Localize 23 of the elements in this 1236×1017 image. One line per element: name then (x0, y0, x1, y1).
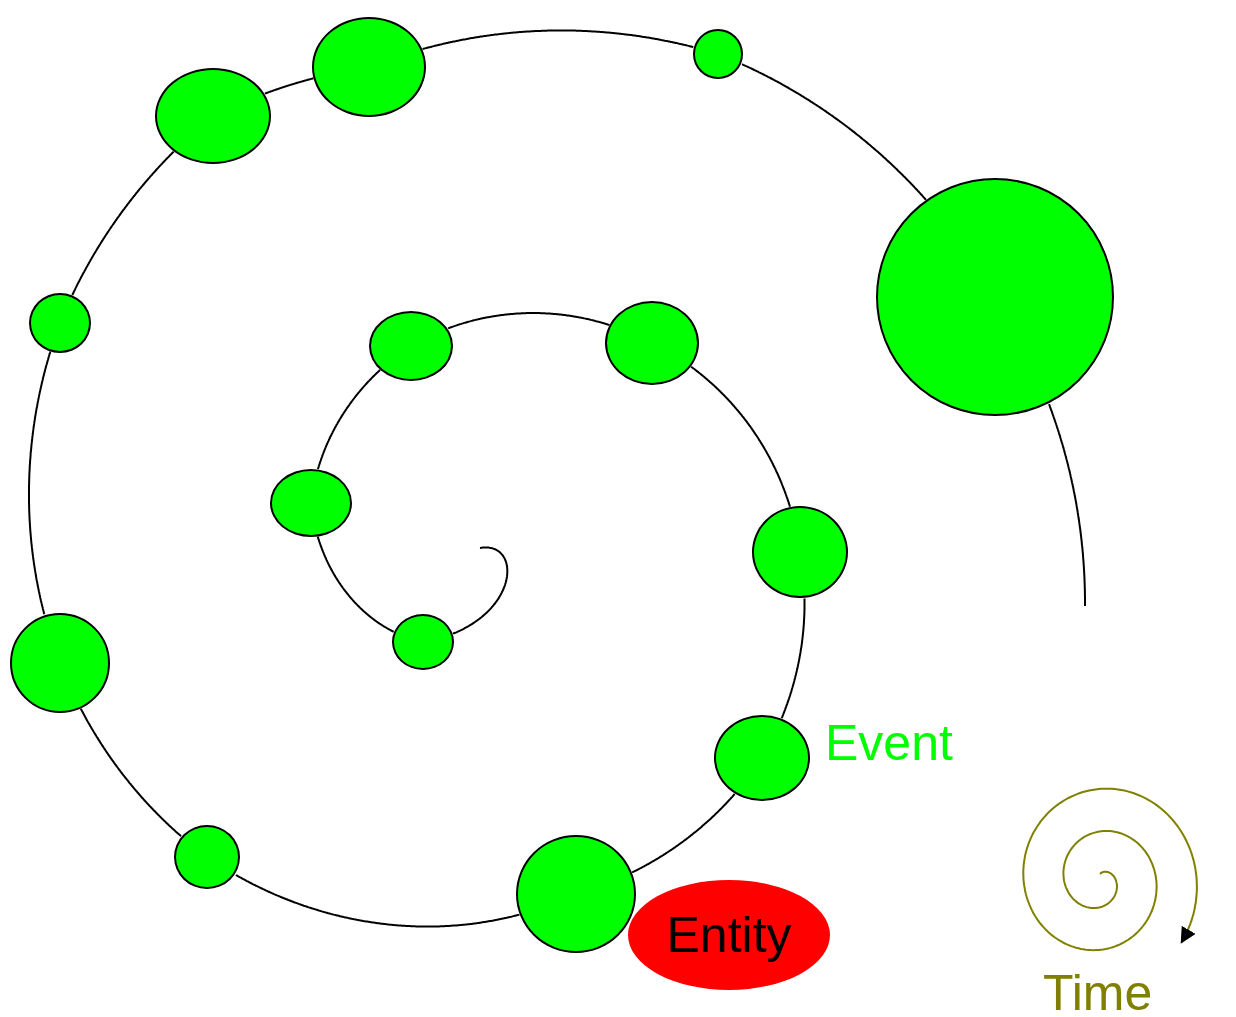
spiral-line (447, 312, 611, 330)
event-circle (369, 311, 453, 381)
spiral-line (316, 535, 395, 633)
spiral-line (780, 597, 806, 720)
entity-ellipse: Entity (628, 880, 830, 990)
event-circle (693, 29, 743, 79)
spiral-line (234, 874, 521, 928)
spiral-line (1048, 403, 1086, 607)
spiral-line (631, 793, 736, 874)
spiral-line (690, 365, 791, 508)
spiral-line (421, 29, 695, 50)
event-circle (392, 614, 454, 670)
spiral-line (741, 63, 927, 201)
spiral-line (263, 77, 315, 95)
event-label: Event (825, 718, 953, 768)
event-circle (29, 293, 91, 353)
spiral-line (71, 150, 175, 296)
spiral-line (451, 546, 509, 635)
spiral-line (79, 707, 182, 838)
event-circle (174, 825, 240, 889)
time-label: Time (1043, 968, 1153, 1017)
spiral-line (28, 350, 52, 616)
spiral-line (317, 368, 382, 471)
